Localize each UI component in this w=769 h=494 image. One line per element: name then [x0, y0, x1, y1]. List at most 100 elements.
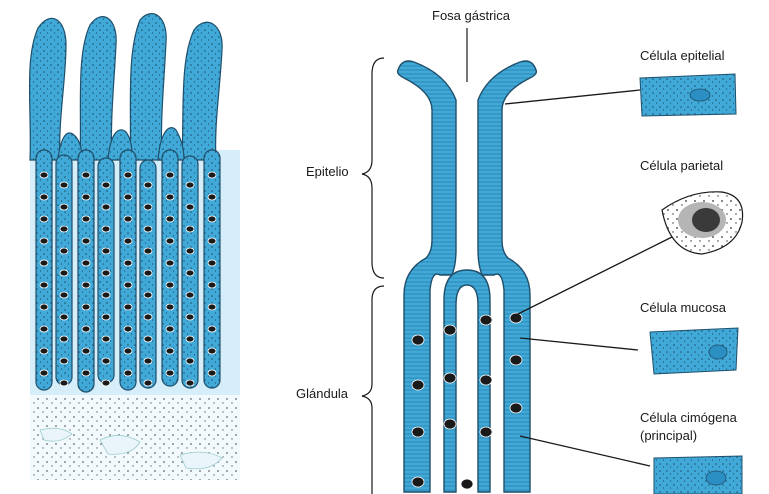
left-parietal-cell — [208, 326, 216, 332]
left-parietal-cell — [208, 282, 216, 288]
left-parietal-cell — [102, 380, 110, 386]
left-parietal-cell — [124, 194, 132, 200]
gland-cell — [444, 373, 456, 383]
left-parietal-cell — [60, 336, 68, 342]
gland-cell — [412, 477, 424, 487]
left-parietal-cell — [124, 238, 132, 244]
mucosa-illustration — [30, 14, 241, 480]
celula-epitelial-label: Célula epitelial — [640, 48, 725, 63]
left-parietal-cell — [166, 370, 174, 376]
left-parietal-cell — [166, 216, 174, 222]
left-parietal-cell — [40, 260, 48, 266]
left-parietal-cell — [144, 292, 152, 298]
left-parietal-cell — [60, 270, 68, 276]
left-parietal-cell — [82, 238, 90, 244]
left-parietal-cell — [208, 370, 216, 376]
left-parietal-cell — [144, 358, 152, 364]
left-parietal-cell — [186, 380, 194, 386]
mucous-cell-icon — [650, 328, 738, 374]
left-parietal-cell — [102, 226, 110, 232]
left-parietal-cell — [124, 348, 132, 354]
gland-cell — [412, 335, 424, 345]
left-parietal-cell — [166, 348, 174, 354]
left-parietal-cell — [186, 204, 194, 210]
left-parietal-cell — [102, 292, 110, 298]
chief-cell-icon — [654, 456, 742, 494]
left-parietal-cell — [124, 260, 132, 266]
gland-cell — [444, 325, 456, 335]
left-parietal-cell — [40, 304, 48, 310]
left-parietal-cell — [60, 204, 68, 210]
glandula-label: Glándula — [296, 386, 348, 401]
gland-cell — [480, 427, 492, 437]
left-parietal-cell — [186, 248, 194, 254]
left-parietal-cell — [144, 314, 152, 320]
glandula-brace — [362, 286, 384, 494]
left-parietal-cell — [40, 238, 48, 244]
left-parietal-cell — [40, 194, 48, 200]
left-parietal-cell — [208, 348, 216, 354]
left-parietal-cell — [40, 326, 48, 332]
left-parietal-cell — [208, 194, 216, 200]
left-parietal-cell — [166, 194, 174, 200]
left-parietal-cell — [102, 270, 110, 276]
gland-cell — [510, 403, 522, 413]
epitelio-label: Epitelio — [306, 164, 349, 179]
surface-folds — [30, 14, 223, 160]
gland-cell — [461, 479, 473, 489]
left-parietal-cell — [124, 172, 132, 178]
left-parietal-cell — [144, 226, 152, 232]
left-parietal-cell — [40, 216, 48, 222]
left-parietal-cell — [102, 204, 110, 210]
left-parietal-cell — [166, 238, 174, 244]
left-parietal-cell — [40, 370, 48, 376]
left-parietal-cell — [186, 358, 194, 364]
left-parietal-cell — [186, 226, 194, 232]
left-parietal-cell — [82, 348, 90, 354]
left-parietal-cell — [144, 204, 152, 210]
celula-cimogena-label: Célula cimógena — [640, 410, 737, 425]
left-parietal-cell — [82, 304, 90, 310]
parietal-cell-icon — [662, 192, 743, 254]
left-parietal-cell — [102, 182, 110, 188]
left-parietal-cell — [82, 282, 90, 288]
left-parietal-cell — [186, 336, 194, 342]
left-parietal-cell — [60, 380, 68, 386]
left-parietal-cell — [144, 336, 152, 342]
left-parietal-cell — [186, 270, 194, 276]
left-parietal-cell — [144, 380, 152, 386]
left-parietal-cell — [82, 216, 90, 222]
left-parietal-cell — [40, 348, 48, 354]
left-parietal-cell — [60, 314, 68, 320]
epithelial-cell-icon — [640, 74, 736, 116]
left-parietal-cell — [124, 282, 132, 288]
epitelio-brace — [362, 58, 384, 278]
left-parietal-cell — [124, 304, 132, 310]
left-parietal-cell — [208, 304, 216, 310]
left-parietal-cell — [102, 248, 110, 254]
left-parietal-cell — [82, 194, 90, 200]
gland-cell — [510, 355, 522, 365]
left-parietal-cell — [144, 270, 152, 276]
left-parietal-cell — [166, 172, 174, 178]
left-parietal-cell — [144, 248, 152, 254]
left-parietal-cell — [186, 182, 194, 188]
gland-cell — [444, 419, 456, 429]
left-parietal-cell — [124, 326, 132, 332]
gland-schematic — [398, 28, 537, 492]
celula-principal-label: (principal) — [640, 428, 697, 443]
left-parietal-cell — [208, 172, 216, 178]
left-parietal-cell — [82, 172, 90, 178]
left-parietal-cell — [60, 182, 68, 188]
left-parietal-cell — [102, 358, 110, 364]
left-parietal-cell — [102, 314, 110, 320]
celula-parietal-label: Célula parietal — [640, 158, 723, 173]
fosa-gastrica-label: Fosa gástrica — [432, 8, 510, 23]
gland-cell — [480, 315, 492, 325]
left-parietal-cell — [166, 260, 174, 266]
left-parietal-cell — [208, 238, 216, 244]
left-parietal-cell — [60, 226, 68, 232]
left-parietal-cell — [60, 358, 68, 364]
left-parietal-cell — [166, 304, 174, 310]
left-parietal-cell — [186, 314, 194, 320]
